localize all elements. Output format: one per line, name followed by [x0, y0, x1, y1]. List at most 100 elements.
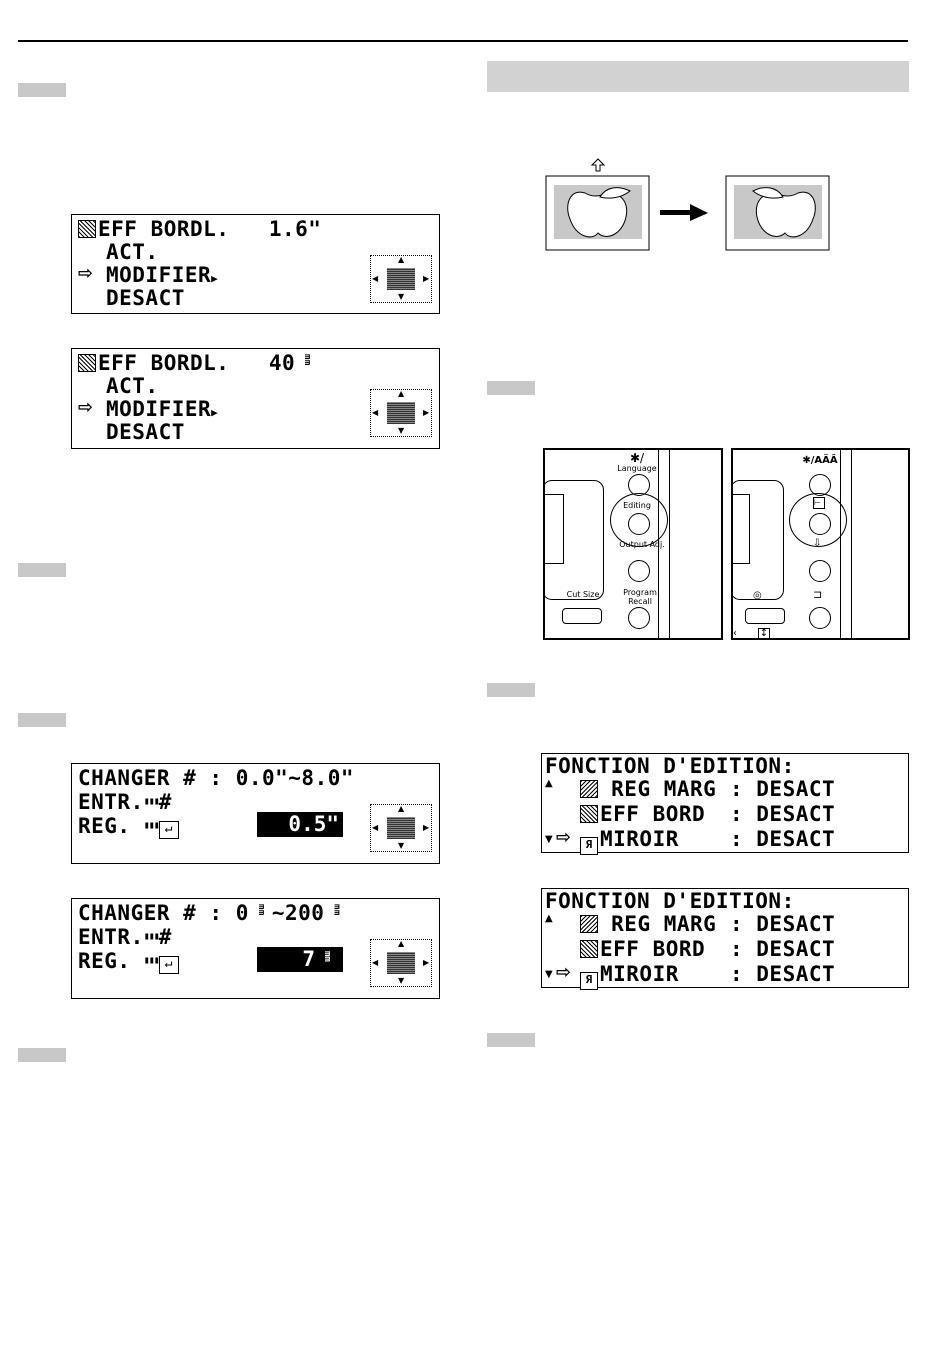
- edge-erase-icon: [78, 354, 96, 372]
- lcd-row-label: MIROIR: [600, 827, 679, 851]
- lcd-item-act: ACT.: [106, 374, 159, 398]
- panel-display-frame: [545, 480, 604, 600]
- unit-mm: mm: [302, 354, 313, 366]
- dots-icon: ▮▮▮: [143, 931, 160, 942]
- step-marker: [18, 713, 66, 727]
- lcd-changer-inch: CHANGER # : 0.0"~8.0" ENTR.▮▮▮# REG. ▮▮▮…: [71, 763, 440, 864]
- margin-shift-icon: [580, 780, 598, 798]
- step-marker: [487, 683, 535, 697]
- lcd-row-label: EFF BORD: [600, 937, 706, 961]
- triangle-up-icon: ▲: [545, 913, 553, 924]
- label-output-adj: Output Adj.: [619, 540, 665, 549]
- dots-icon: ▮▮▮: [143, 796, 160, 807]
- up-arrow-icon: [590, 158, 606, 172]
- lcd-row-label: MIROIR: [600, 962, 679, 986]
- unit-mm: mm: [331, 904, 342, 916]
- transform-arrow-icon: [660, 204, 708, 221]
- top-rule: [18, 40, 908, 42]
- label-cut-size: Cut Size: [566, 590, 600, 599]
- margin-preview-icon: ▲▼◀▶: [370, 389, 432, 437]
- unit-mm: mm: [255, 904, 266, 916]
- program-recall-button[interactable]: [809, 607, 831, 629]
- unit-mm: mm: [322, 951, 332, 962]
- mirror-icon: Я: [580, 837, 598, 855]
- editing-button[interactable]: [809, 513, 831, 535]
- leaf-mirror-icon: [752, 187, 784, 199]
- triangle-right-icon: ▶: [211, 272, 219, 285]
- edit-symbol-icon: ⊢: [813, 497, 825, 509]
- label-program-recall: Program Recall: [623, 588, 657, 606]
- lcd-row-value: : DESACT: [730, 937, 836, 961]
- step-marker: [18, 563, 66, 577]
- mirror-icon: Я: [580, 972, 598, 990]
- lcd-edit-header: FONCTION D'EDITION:: [545, 754, 795, 778]
- lcd-row-value: : DESACT: [730, 827, 836, 851]
- updown-icon: ↕: [758, 628, 770, 639]
- margin-preview-icon: ▲▼◀▶: [370, 939, 432, 987]
- enter-icon: ↵: [158, 956, 179, 974]
- program-recall-button[interactable]: [628, 607, 650, 629]
- label-language-symbol: ✱/AÄÂ: [802, 455, 838, 466]
- step-marker: [18, 83, 66, 97]
- chevron-left-icon: ‹: [733, 628, 737, 639]
- cut-size-button[interactable]: [562, 608, 602, 624]
- section-banner: [487, 61, 909, 92]
- step-marker: [487, 381, 535, 395]
- lcd-entr: ENTR.: [78, 925, 144, 949]
- enter-icon: ↵: [158, 821, 179, 839]
- apple-mirror-icon: [755, 191, 816, 238]
- leaf-icon: [599, 187, 631, 199]
- output-adj-button[interactable]: [628, 560, 650, 582]
- lcd-reg: REG.: [78, 949, 131, 973]
- lcd-range: CHANGER # : 0.0"~8.0": [78, 766, 355, 790]
- control-panel-symbol: ✱/AÄÂ ⊢ ⇩ ◎ ⊐ ‹ ↕: [731, 448, 910, 640]
- label-editing: Editing: [623, 501, 651, 510]
- lcd-edit-function-b: FONCTION D'EDITION: ▲ REG MARG : DESACT …: [541, 888, 909, 990]
- lcd-hash: #: [158, 790, 172, 814]
- mirror-illustration: [545, 158, 830, 251]
- lcd-row-label: REG MARG: [611, 777, 717, 801]
- output-adj-button[interactable]: [809, 560, 831, 582]
- label-language: Language: [617, 464, 657, 473]
- editing-button[interactable]: [628, 513, 650, 535]
- step-marker: [487, 1033, 535, 1047]
- lcd-entr: ENTR.: [78, 790, 144, 814]
- lcd-reg: REG.: [78, 814, 131, 838]
- cut-size-button[interactable]: [745, 608, 785, 624]
- right-hollow-arrow-icon: ⇨: [78, 397, 94, 418]
- output-symbol-icon: ⇩: [813, 538, 822, 549]
- edge-erase-icon: [78, 220, 96, 238]
- lcd-title: EFF BORDL. 1.6": [98, 217, 322, 241]
- lcd-title: EFF BORDL. 40: [98, 351, 296, 375]
- edge-erase-icon: [580, 805, 598, 823]
- panel-display-frame: [733, 480, 784, 600]
- lcd-value: 0.5": [257, 812, 343, 837]
- lcd-hash: #: [158, 925, 172, 949]
- panel-slot: [545, 494, 564, 564]
- lcd-row-label: REG MARG: [611, 912, 717, 936]
- lcd-eff-bordl-inch: EFF BORDL. 1.6" ACT. ⇨ MODIFIER▶ DESACT …: [71, 214, 440, 314]
- panel-slot: [733, 494, 750, 564]
- lcd-row-value: : DESACT: [730, 777, 836, 801]
- triangle-down-icon: ▼: [545, 969, 553, 980]
- highlight-circle: [610, 493, 668, 547]
- right-hollow-arrow-icon: ⇨: [78, 263, 94, 284]
- lcd-item-modifier: MODIFIER: [106, 397, 212, 421]
- edge-erase-icon: [580, 940, 598, 958]
- dots-icon: ▮▮▮: [143, 820, 160, 831]
- lcd-row-value: : DESACT: [730, 802, 836, 826]
- lcd-row-value: : DESACT: [730, 962, 836, 986]
- right-hollow-arrow-icon: ⇨: [556, 962, 572, 983]
- lcd-range-mid: ~200: [271, 901, 325, 925]
- margin-shift-icon: [580, 915, 598, 933]
- lcd-range: CHANGER # : 0: [78, 901, 249, 925]
- cut-size-symbol-icon: ◎: [753, 590, 762, 601]
- step-marker: [18, 1048, 66, 1062]
- lcd-edit-header: FONCTION D'EDITION:: [545, 889, 795, 913]
- highlight-circle: [789, 493, 847, 547]
- lcd-item-desact: DESACT: [106, 420, 185, 444]
- lcd-edit-function-a: FONCTION D'EDITION: ▲ REG MARG : DESACT …: [541, 753, 909, 855]
- triangle-right-icon: ▶: [211, 406, 219, 419]
- lcd-row-value: : DESACT: [730, 912, 836, 936]
